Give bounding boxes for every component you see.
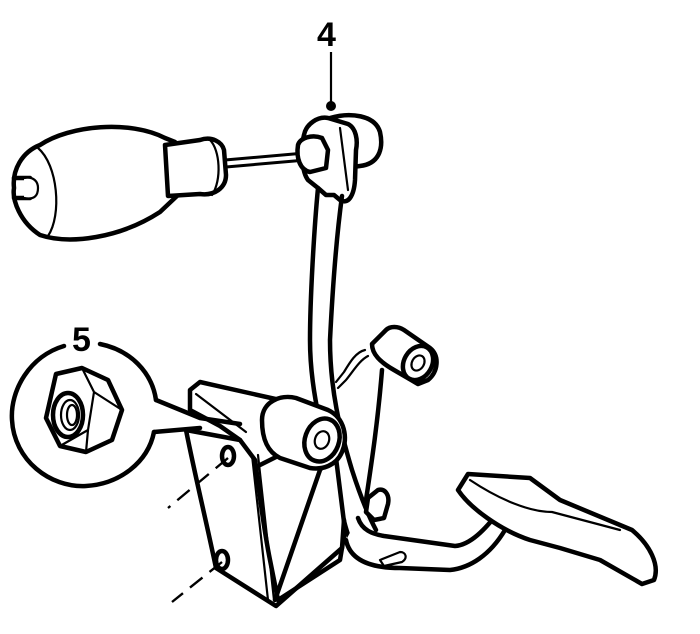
callout-4-label: 4 — [317, 16, 336, 54]
nut-icon — [43, 365, 125, 455]
inner-cable — [224, 151, 307, 169]
pivot-bush-upper — [334, 324, 439, 503]
cable-ferrule — [11, 124, 229, 242]
callout-4-leader — [326, 52, 336, 111]
pedal-lever-clip — [295, 113, 384, 204]
pivot-bush-lower — [259, 394, 347, 471]
stop-spacer — [363, 487, 391, 523]
nut-detail-circle — [9, 341, 243, 489]
callout-5-label: 5 — [72, 321, 91, 359]
pedal-pad — [455, 471, 658, 587]
